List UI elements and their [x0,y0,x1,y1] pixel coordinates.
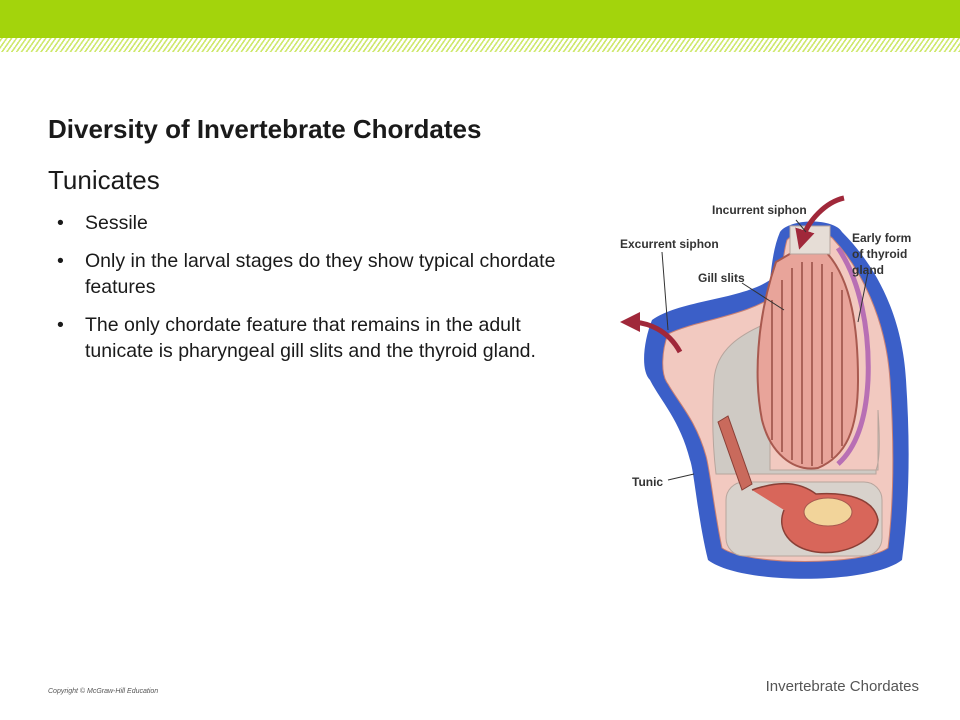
incurrent-siphon-tube [789,225,831,255]
header-bar [0,0,960,38]
bullet-dot: • [57,212,64,234]
bullet-dot: • [57,314,64,336]
bullet-text: The only chordate feature that remains i… [85,314,536,362]
thyroid-gland [835,246,871,466]
excurrent-arrow [620,312,683,354]
tunicate-diagram: Incurrent siphon Excurrent siphon Gill s… [620,195,911,579]
label-early-form-line3: gland [852,263,884,277]
bullet-text: Sessile [85,212,148,234]
pharynx [756,246,860,470]
label-early-form-line1: Early form [852,231,911,245]
header-hatch-strip [0,38,960,52]
slide-title: Diversity of Invertebrate Chordates [48,114,482,144]
bullet-item: • Sessile [50,210,570,236]
label-incurrent-siphon: Incurrent siphon [712,203,807,217]
slide-subtitle: Tunicates [48,165,160,195]
label-leader-lines [661,219,869,481]
bullet-item: • Only in the larval stages do they show … [50,248,570,300]
bullet-text: Only in the larval stages do they show t… [85,250,556,298]
stomach [803,497,853,527]
bullet-item: • The only chordate feature that remains … [50,312,570,364]
label-early-form-line2: of thyroid [852,247,907,261]
esophagus [717,415,753,491]
label-gill-slits: Gill slits [698,271,745,285]
footer-section-label: Invertebrate Chordates [765,678,919,695]
label-excurrent-siphon: Excurrent siphon [620,237,719,251]
atrial-cavity [712,321,880,475]
bullet-dot: • [57,250,64,272]
copyright-notice: Copyright © McGraw-Hill Education [48,688,159,695]
bullet-list: • Sessile • Only in the larval stages do t… [50,210,570,376]
label-tunic: Tunic [632,475,663,489]
incurrent-arrow [795,195,845,250]
